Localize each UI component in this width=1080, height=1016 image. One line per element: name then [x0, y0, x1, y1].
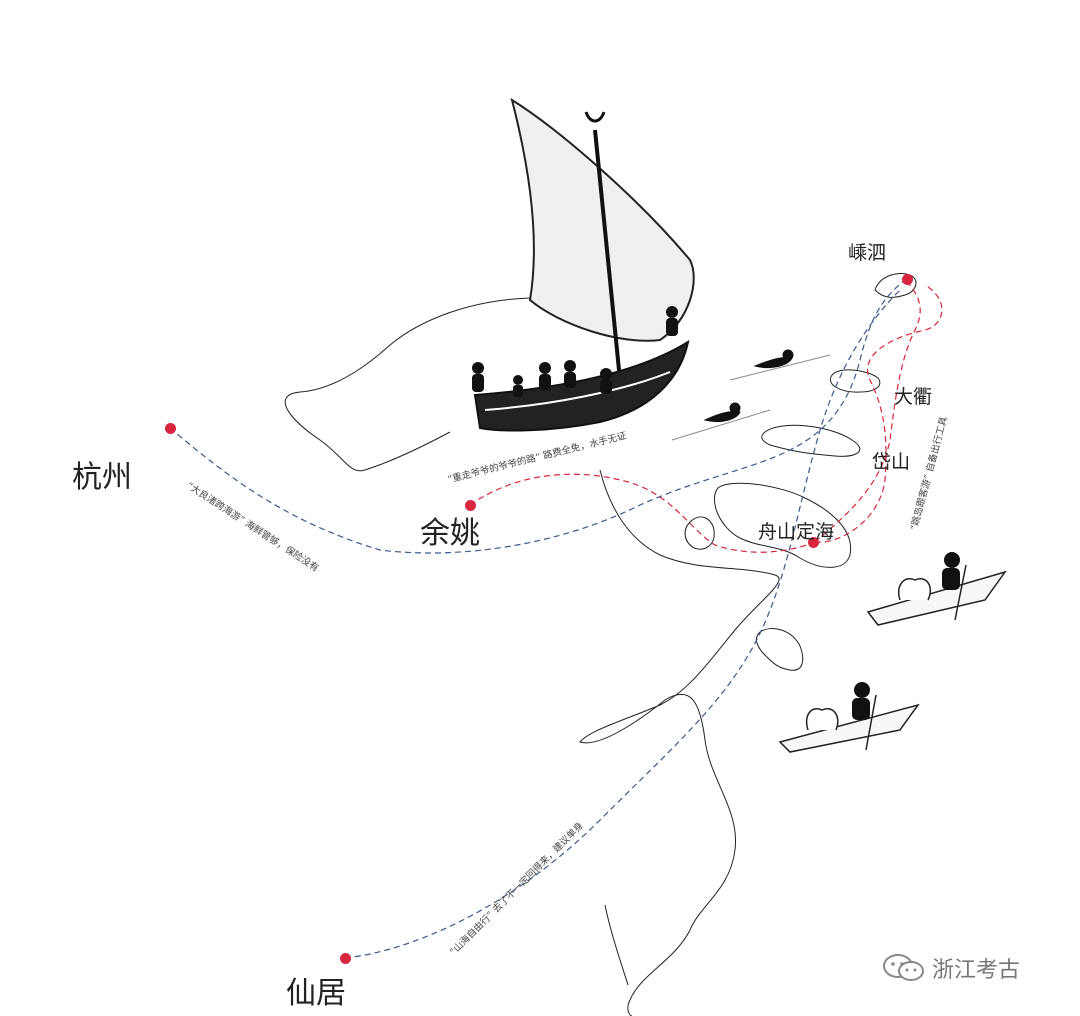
label-xianju: 仙居 [286, 976, 346, 1011]
zhoushan-marker [808, 537, 819, 548]
small-island-south [755, 628, 804, 671]
label-daqu: 大衢 [894, 386, 933, 408]
hull-stripe [484, 371, 671, 411]
blue-routes [169, 279, 906, 959]
watermark-text: 浙江考古 [932, 958, 1021, 983]
daqu-island [829, 369, 881, 393]
swimmers [671, 349, 831, 441]
xianju-marker [340, 953, 351, 964]
inland-coast [604, 904, 629, 986]
route-xianju [344, 289, 901, 959]
yuyao-marker [465, 500, 476, 511]
hangzhou-marker [165, 423, 176, 434]
hull [473, 339, 690, 432]
label-shengsi: 嵊泗 [848, 242, 887, 264]
label-yuyao: 余姚 [420, 516, 480, 551]
mast [593, 129, 622, 381]
mast-top [584, 111, 606, 123]
sailboat-illustration [472, 97, 695, 432]
route-shengsi-2 [814, 284, 943, 543]
daishan-island [761, 424, 861, 457]
route-hangzhou [169, 279, 906, 554]
wechat-icon [883, 954, 924, 981]
south-coastline [579, 469, 780, 1016]
label-zhoushan-dinghai: 舟山定海 [758, 521, 835, 543]
north-coastline [284, 297, 531, 472]
label-hangzhou: 杭州 [72, 460, 132, 495]
boat-crew [472, 306, 678, 397]
small-boat-2 [778, 682, 920, 753]
label-daishan: 岱山 [872, 451, 911, 473]
route-yuyao [469, 473, 816, 553]
shengsi-marker [902, 274, 913, 285]
route-shengsi-1 [814, 279, 921, 543]
red-routes [469, 279, 943, 553]
watermark: 浙江考古 [882, 952, 1020, 984]
swimmer-2 [703, 411, 741, 423]
small-boat-1 [866, 552, 1007, 626]
